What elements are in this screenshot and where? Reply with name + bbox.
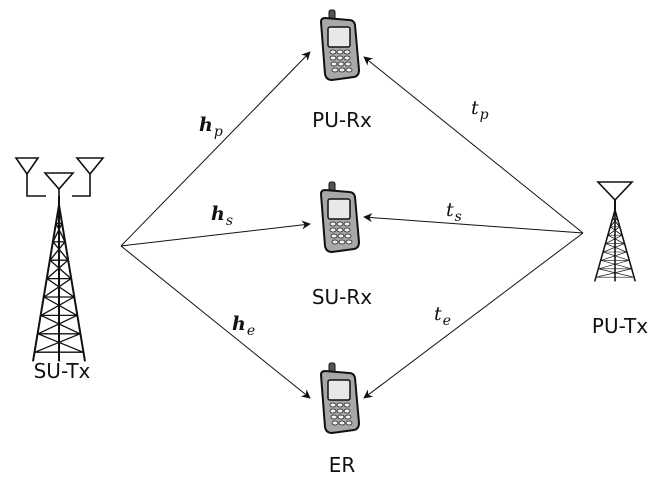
edge-label-te: te: [434, 303, 451, 329]
edge-label-hs-symbol: h: [211, 203, 225, 225]
pu-rx-phone-icon: [320, 9, 360, 81]
edge-label-hp-symbol: h: [199, 114, 213, 136]
pu-tx-tower-icon: [593, 181, 637, 283]
edge-hp: [120, 51, 311, 247]
edge-label-ts: ts: [446, 199, 462, 225]
edge-label-ts-symbol: t: [446, 199, 454, 221]
edge-te: [363, 232, 584, 399]
su-tx-label: SU-Tx: [33, 359, 91, 383]
edge-label-hp: hp: [199, 114, 223, 140]
edge-label-ts-subscript: s: [454, 209, 462, 225]
pu-rx-label: PU-Rx: [312, 108, 372, 132]
edge-label-hs-subscript: s: [225, 213, 234, 229]
edge-label-he-symbol: h: [232, 313, 246, 335]
edge-label-he: he: [232, 313, 255, 339]
edge-label-tp: tp: [471, 97, 489, 123]
pu-tx-label: PU-Tx: [591, 314, 649, 338]
su-rx-phone-icon: [320, 181, 360, 253]
edge-label-tp-symbol: t: [471, 97, 479, 119]
su-tx-tower-icon: [14, 157, 105, 363]
edge-tp: [363, 56, 584, 234]
er-phone-icon: [320, 362, 360, 434]
edge-label-te-symbol: t: [434, 303, 442, 325]
er-label: ER: [328, 453, 356, 477]
edge-ts: [363, 213, 584, 234]
su-rx-label: SU-Rx: [311, 285, 373, 309]
edge-label-hp-subscript: p: [213, 124, 223, 140]
edge-label-hs: hs: [211, 203, 233, 229]
edge-label-he-subscript: e: [246, 323, 256, 339]
edge-hs: [120, 220, 311, 247]
edge-label-tp-subscript: p: [479, 107, 489, 123]
edge-he: [120, 245, 311, 399]
edge-label-te-subscript: e: [442, 313, 451, 329]
